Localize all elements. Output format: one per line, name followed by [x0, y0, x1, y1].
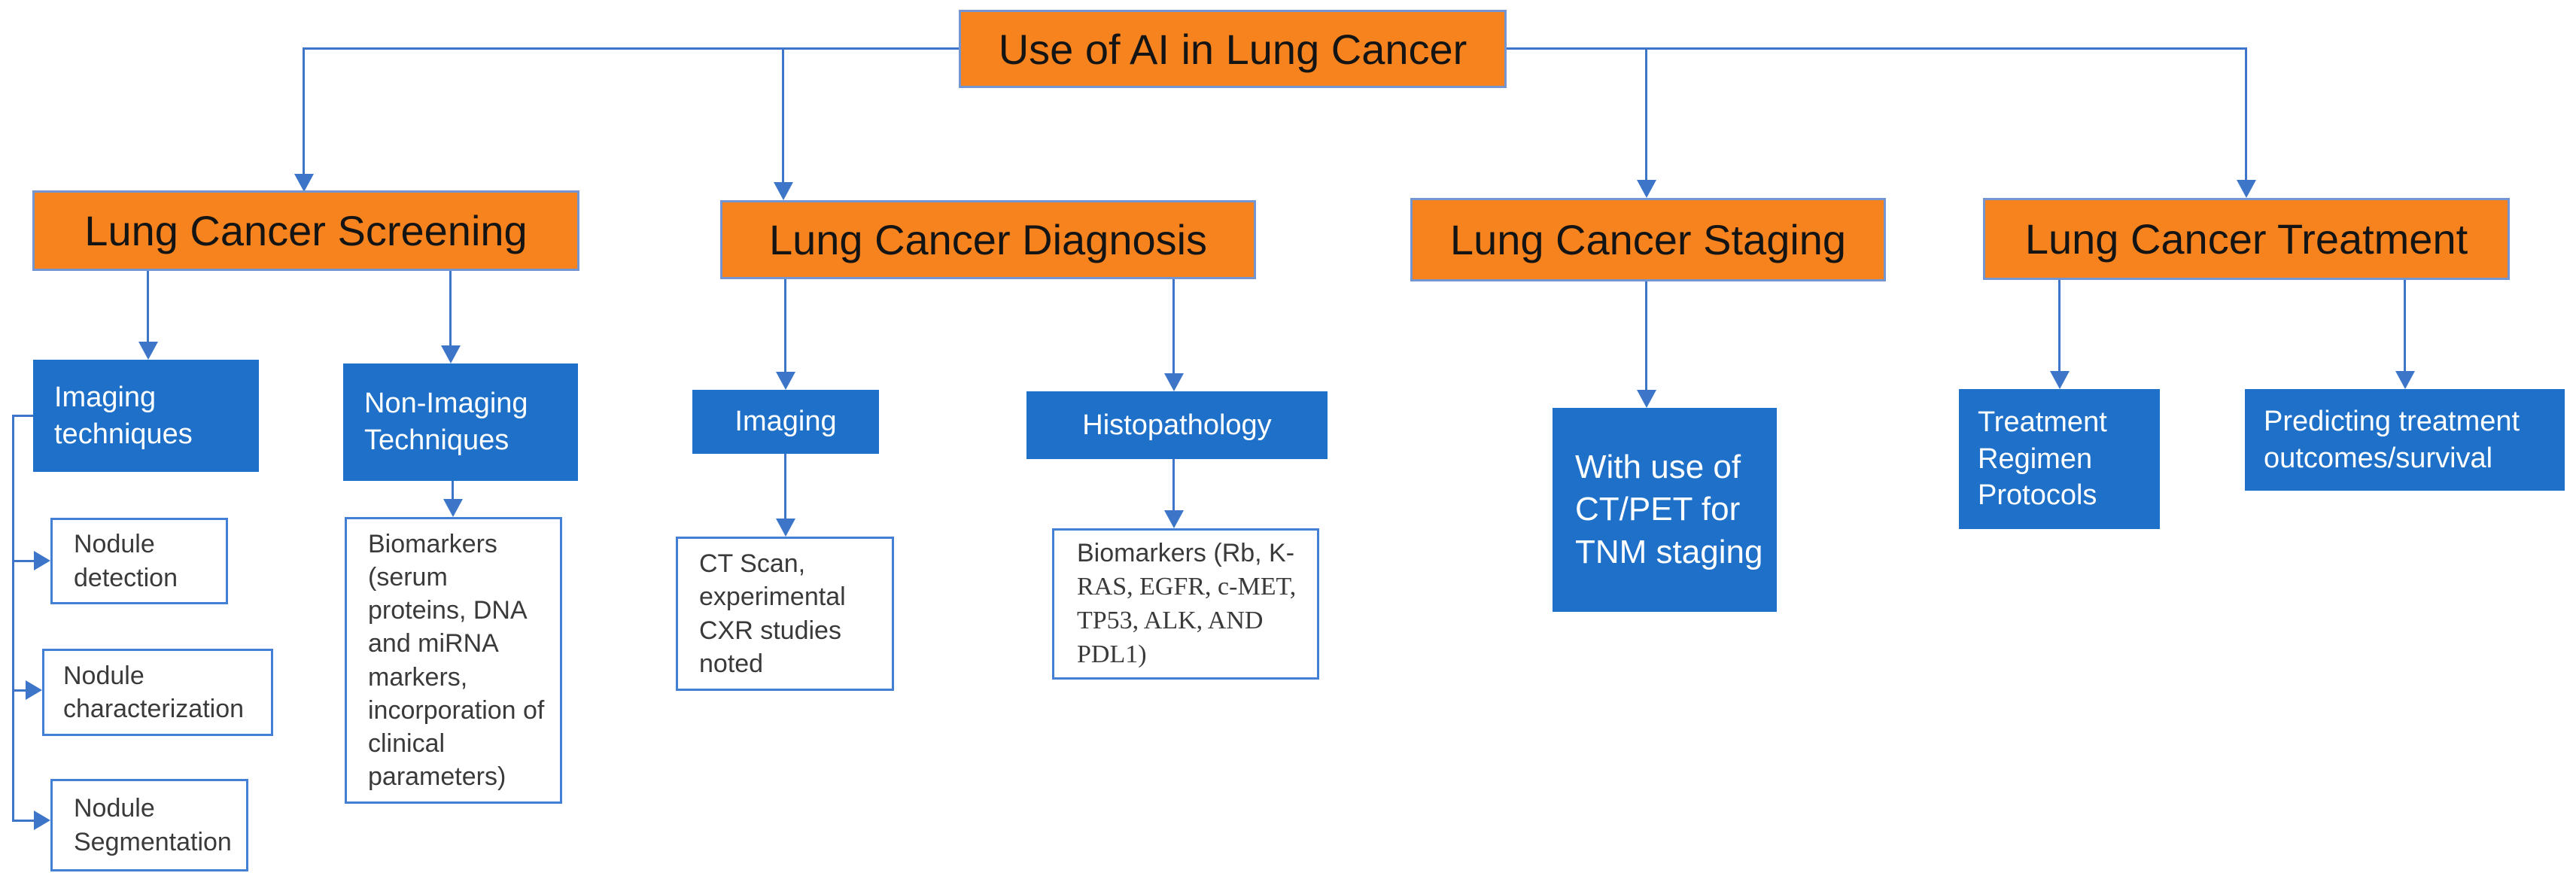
connector: [12, 820, 34, 822]
node-nodule-detection: Nodule detection: [50, 518, 228, 604]
node-nodule-segmentation: Nodule Segmentation: [50, 779, 248, 871]
arrow-right-icon: [34, 551, 50, 570]
treatment-label: Lung Cancer Treatment: [2024, 215, 2468, 263]
arrow-down-icon: [774, 182, 793, 200]
diagnosis-label: Lung Cancer Diagnosis: [768, 216, 1208, 263]
connector: [2245, 47, 2247, 180]
arrow-down-icon: [776, 519, 795, 537]
arrow-down-icon: [1164, 510, 1184, 528]
nodule-detection-label: Nodule detection: [74, 530, 178, 592]
connector: [452, 481, 454, 499]
histopathology-label: Histopathology: [1082, 409, 1272, 441]
connector: [1507, 47, 2246, 50]
screening-biomarkers-label: Biomarkers (serum proteins, DNA and miRN…: [368, 529, 545, 792]
connector: [1645, 47, 1647, 180]
connector: [782, 47, 784, 182]
arrow-right-icon: [34, 811, 50, 830]
arrow-down-icon: [776, 372, 795, 390]
screening-label: Lung Cancer Screening: [84, 207, 528, 254]
arrow-down-icon: [2395, 371, 2415, 389]
node-root-title: Use of AI in Lung Cancer: [959, 10, 1507, 88]
node-lung-cancer-screening: Lung Cancer Screening: [32, 190, 579, 271]
connector: [2404, 280, 2406, 371]
staging-label: Lung Cancer Staging: [1449, 216, 1847, 263]
imaging-techniques-label: Imaging techniques: [54, 381, 193, 450]
predicting-outcomes-label: Predicting treatment outcomes/survival: [2264, 405, 2520, 474]
arrow-down-icon: [1164, 373, 1184, 391]
node-screening-biomarkers: Biomarkers (serum proteins, DNA and miRN…: [345, 517, 562, 804]
connector: [449, 271, 452, 345]
connector: [784, 454, 786, 519]
node-predicting-outcomes: Predicting treatment outcomes/survival: [2245, 389, 2565, 491]
node-ct-scan: CT Scan, experimental CXR studies noted: [676, 537, 894, 691]
connector: [1172, 279, 1175, 373]
arrow-down-icon: [1637, 180, 1656, 198]
node-lung-cancer-treatment: Lung Cancer Treatment: [1983, 198, 2510, 280]
arrow-down-icon: [441, 345, 461, 363]
diagnosis-imaging-label: Imaging: [734, 406, 837, 438]
connector: [12, 560, 34, 562]
node-lung-cancer-diagnosis: Lung Cancer Diagnosis: [720, 200, 1256, 279]
node-treatment-regimen: Treatment Regimen Protocols: [1959, 389, 2160, 529]
node-non-imaging-techniques: Non-Imaging Techniques: [343, 363, 578, 481]
node-tnm-staging: With use of CT/PET for TNM staging: [1553, 408, 1777, 612]
diagnosis-biomarkers-label: Biomarkers (Rb, K-RAS, EGFR, c-MET, TP53…: [1077, 538, 1297, 669]
node-histopathology: Histopathology: [1026, 391, 1328, 459]
arrow-down-icon: [138, 342, 158, 360]
arrow-down-icon: [2050, 371, 2070, 389]
node-diagnosis-biomarkers: Biomarkers (Rb, K-RAS, EGFR, c-MET, TP53…: [1052, 528, 1319, 680]
nodule-segmentation-label: Nodule Segmentation: [74, 794, 232, 856]
ct-scan-label: CT Scan, experimental CXR studies noted: [699, 549, 846, 678]
node-imaging-techniques: Imaging techniques: [33, 360, 259, 472]
node-nodule-characterization: Nodule characterization: [42, 649, 273, 736]
non-imaging-techniques-label: Non-Imaging Techniques: [364, 388, 528, 456]
connector: [12, 415, 33, 417]
connector: [1645, 281, 1647, 390]
connector: [12, 689, 26, 692]
connector: [784, 279, 786, 372]
connector: [304, 47, 959, 50]
arrow-right-icon: [26, 680, 42, 700]
connector: [12, 415, 14, 822]
root-title-label: Use of AI in Lung Cancer: [998, 25, 1467, 73]
arrow-down-icon: [294, 174, 314, 192]
connector: [303, 47, 305, 174]
connector: [147, 271, 149, 342]
arrow-down-icon: [443, 499, 463, 517]
node-diagnosis-imaging: Imaging: [692, 390, 879, 454]
node-lung-cancer-staging: Lung Cancer Staging: [1410, 198, 1886, 281]
tnm-staging-label: With use of CT/PET for TNM staging: [1575, 449, 1763, 570]
connector: [1172, 459, 1175, 510]
nodule-characterization-label: Nodule characterization: [63, 661, 245, 723]
connector: [2058, 280, 2060, 371]
arrow-down-icon: [1637, 390, 1656, 408]
arrow-down-icon: [2237, 180, 2256, 198]
treatment-regimen-label: Treatment Regimen Protocols: [1978, 406, 2107, 512]
